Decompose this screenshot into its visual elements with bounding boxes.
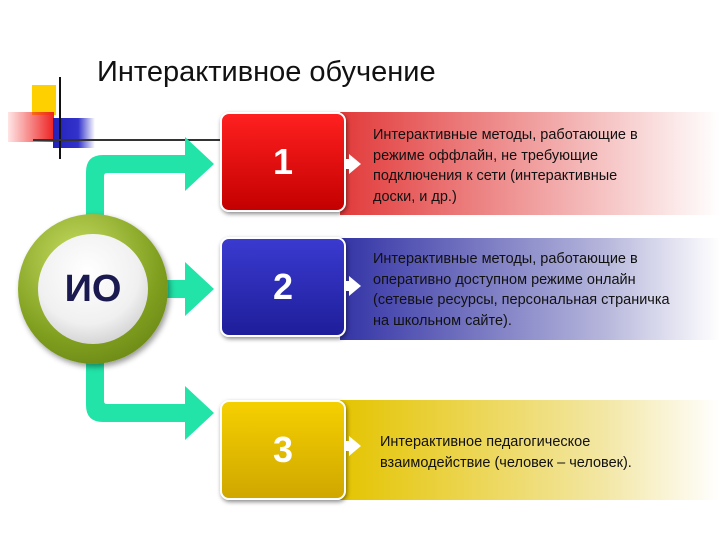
box-2: 2: [220, 237, 346, 337]
box-1-number: 1: [272, 141, 294, 182]
item-1-description: Интерактивные методы, работающие в режим…: [373, 125, 638, 207]
arrow-to-3: [86, 355, 214, 440]
band-3: [340, 400, 720, 500]
decor-yellow-square: [32, 85, 56, 115]
arrow-to-1: [86, 137, 214, 225]
pointer-arrow-icon: [345, 436, 361, 456]
box-3: 3: [220, 400, 346, 500]
text-line: оперативно доступном режиме онлайн: [373, 271, 636, 288]
text-line: Интерактивные методы, работающие в: [373, 127, 638, 143]
center-label: ИО: [64, 267, 122, 310]
text-line: Интерактивные методы, работающие в: [373, 251, 638, 267]
pointer-arrow-icon: [345, 276, 361, 296]
text-line: взаимодействие (человек – человек).: [380, 454, 632, 471]
decor-red-square: [8, 112, 54, 142]
band-1: [340, 112, 720, 215]
pointer-arrow-icon: [345, 154, 361, 174]
arrow-to-2: [160, 262, 214, 316]
box-3-number: 3: [272, 429, 294, 470]
band-2: [340, 238, 720, 340]
text-line: на школьном сайте).: [373, 312, 512, 329]
box-2-number: 2: [272, 266, 294, 307]
text-line: доски, и др.): [373, 188, 457, 205]
page-title: Интерактивное обучение: [97, 56, 436, 88]
item-3-description: Интерактивное педагогическое взаимодейст…: [380, 432, 632, 473]
text-line: подключения к сети (интерактивные: [373, 168, 618, 184]
text-line: режиме оффлайн, не требующие: [373, 147, 599, 164]
text-line: (сетевые ресурсы, персональная страничка: [373, 292, 670, 308]
center-circle: ИО: [38, 234, 148, 344]
item-2-description: Интерактивные методы, работающие в опера…: [373, 249, 670, 331]
decor-vertical-line: [59, 77, 61, 159]
text-line: Интерактивное педагогическое: [380, 434, 591, 450]
box-1: 1: [220, 112, 346, 212]
decor-horizontal-line: [33, 139, 223, 141]
